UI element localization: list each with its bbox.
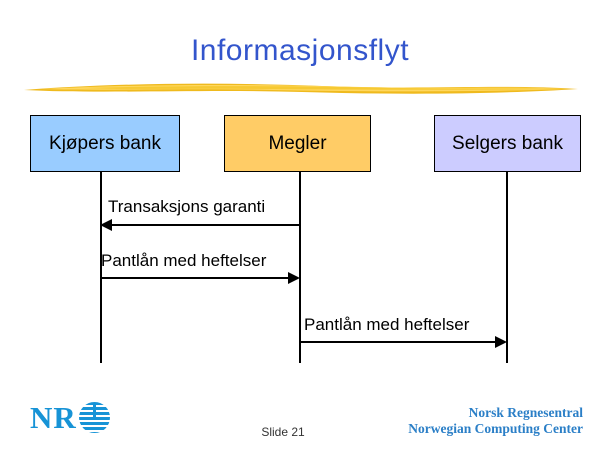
- organization-name: Norsk Regnesentral Norwegian Computing C…: [408, 405, 583, 437]
- message-arrow-line-2: [101, 277, 291, 279]
- message-label-transaction-guarantee: Transaksjons garanti: [108, 197, 266, 216]
- nr-logo-text: NR: [30, 400, 77, 435]
- actor-box-buyer-bank: Kjøpers bank: [30, 115, 180, 172]
- actor-label-buyer-bank: Kjøpers bank: [49, 132, 161, 154]
- organization-name-norwegian: Norsk Regnesentral: [468, 405, 583, 420]
- slide-number: Slide 21: [261, 425, 305, 439]
- lifeline-seller-bank: [506, 172, 508, 363]
- arrowhead-left-icon: [100, 219, 112, 231]
- message-label-mortgage-to-broker: Pantlån med heftelser: [101, 251, 267, 270]
- nr-logo: NR: [30, 402, 110, 433]
- brush-stroke-icon: [24, 83, 578, 94]
- actor-label-broker: Megler: [268, 132, 327, 154]
- actor-box-seller-bank: Selgers bank: [434, 115, 581, 172]
- brush-stroke-divider: [22, 78, 580, 100]
- lifeline-broker: [299, 172, 301, 363]
- arrowhead-right-icon: [288, 272, 300, 284]
- message-arrow-line-3: [300, 341, 498, 343]
- message-arrow-line-1: [104, 224, 300, 226]
- organization-name-english: Norwegian Computing Center: [408, 421, 583, 436]
- lifeline-buyer-bank: [100, 172, 102, 363]
- globe-icon: [78, 402, 110, 433]
- actor-box-broker: Megler: [224, 115, 371, 172]
- arrowhead-right-icon: [495, 336, 507, 348]
- message-label-mortgage-to-seller: Pantlån med heftelser: [304, 315, 470, 334]
- slide-title: Informasjonsflyt: [190, 34, 410, 67]
- actor-label-seller-bank: Selgers bank: [452, 132, 563, 154]
